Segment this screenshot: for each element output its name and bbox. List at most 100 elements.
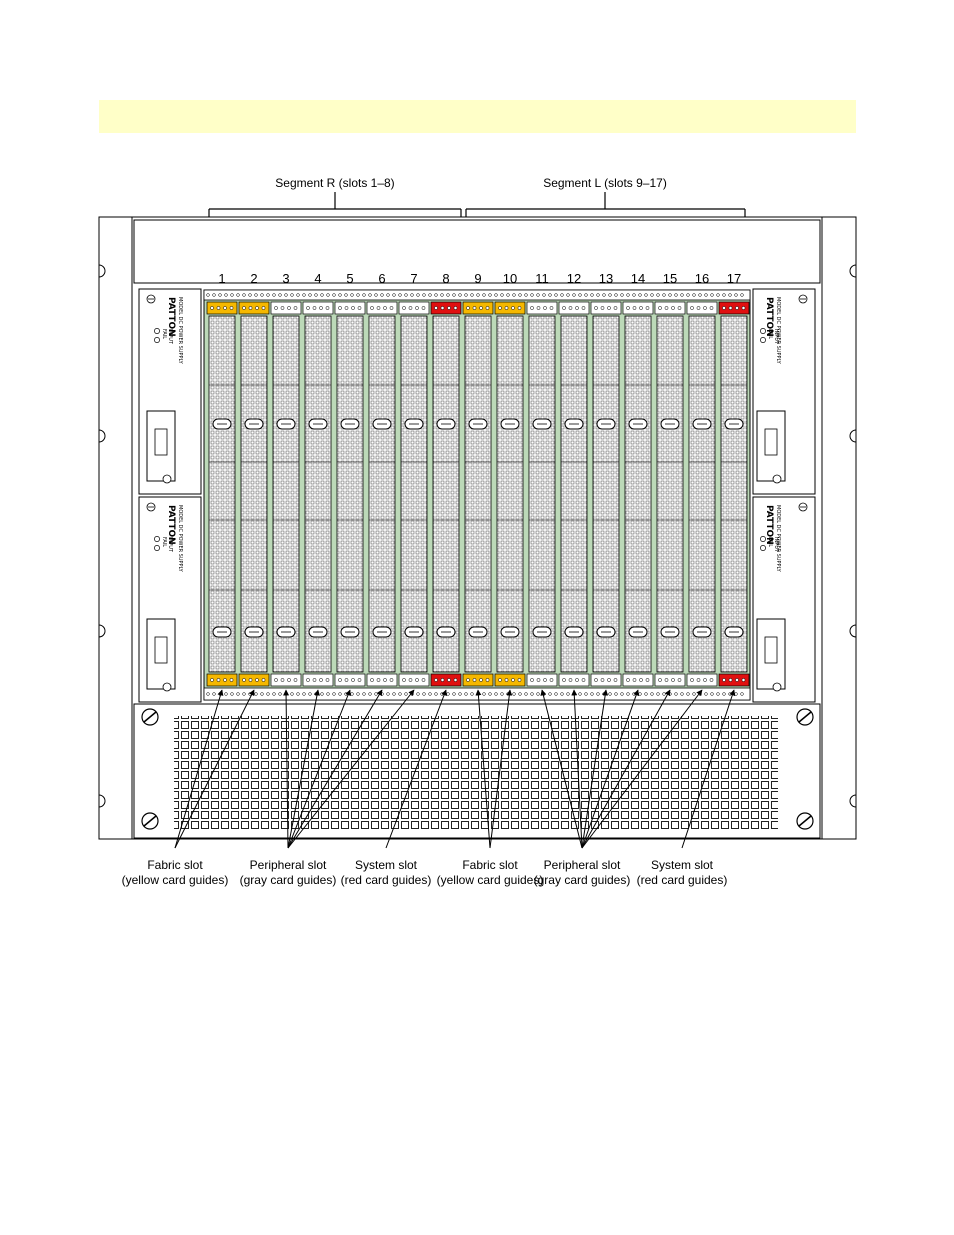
rail-hole [272,293,276,297]
rail-hole [440,293,444,297]
card-slot [336,315,364,673]
rail-hole [404,293,408,297]
guide-hole [613,678,618,682]
rail-hole [692,692,696,696]
callout-system-l-line2: (red card guides) [637,873,728,887]
rail-hole [566,692,570,696]
rail-hole [644,692,648,696]
guide-hole [613,306,618,310]
rail-hole [680,293,684,297]
guide-hole [389,678,394,682]
rail-hole [488,293,492,297]
rail-hole [476,293,480,297]
rail-hole [482,293,486,297]
fail-led-label: FAIL [161,329,167,339]
guide-hole [703,306,707,310]
guide-hole [415,678,419,682]
rail-hole [620,293,624,297]
card-slot-panel [528,315,556,673]
rail-hole [566,293,570,297]
rail-hole [440,692,444,696]
card-slots [208,315,748,673]
rail-hole [416,692,420,696]
rail-hole [614,692,618,696]
card-slot [720,315,748,673]
guide-hole [383,306,387,310]
rail-hole [506,293,510,297]
guide-hole [383,678,387,682]
guide-hole [645,306,650,310]
guide-hole [229,678,234,682]
guide-hole [517,678,522,682]
card-guide-gray [654,673,686,687]
card-slot-panel [560,315,588,673]
rail-hole [452,293,456,297]
guide-hole [568,678,573,682]
rail-hole [554,293,558,297]
rail-hole [620,692,624,696]
rail-hole [524,692,528,696]
callout-peripheral-r-line2: (gray card guides) [240,873,337,887]
card-slot-panel [720,315,748,673]
leader-line [475,689,491,849]
card-guide-red [430,673,462,687]
segment-l-bracket [465,192,746,297]
guide-hole [607,306,611,310]
leader-line [174,689,255,849]
guide-hole [594,678,598,682]
leader-line [385,689,447,849]
guide-hole [575,678,579,682]
slot-number: 13 [599,271,613,286]
guide-hole [280,678,285,682]
card-slot-panel [272,315,300,673]
card-guide-gray [398,301,430,315]
guide-hole [274,678,278,682]
psu-latch [154,428,168,456]
guide-hole [447,306,451,310]
rail-hole [668,692,672,696]
guide-hole [607,678,611,682]
slot-number: 10 [503,271,517,286]
leader-line [287,689,383,849]
guide-hole [722,306,726,310]
rail-hole [542,293,546,297]
input-led-icon [760,545,766,551]
guide-hole [703,678,707,682]
guide-hole [690,306,694,310]
rail-hole [656,293,660,297]
rail-hole [590,692,594,696]
input-led-label: INPUT [167,329,173,345]
guide-hole [421,306,426,310]
card-guide-gray [654,301,686,315]
rail-hole [464,692,468,696]
guide-hole [498,306,502,310]
rail-hole [422,692,426,696]
rail-hole [332,293,336,297]
rail-hole [224,293,228,297]
rail-hole [278,293,282,297]
rail-hole [296,692,300,696]
rail-hole [530,293,534,297]
slot-number: 16 [695,271,709,286]
guide-hole [255,306,259,310]
guide-hole [600,678,605,682]
rail-hole [530,692,534,696]
guide-hole [312,306,317,310]
psu-logo: PATTON [166,505,176,545]
rail-hole [332,692,336,696]
guide-hole [338,306,342,310]
rail-hole [698,293,702,297]
rail-hole [638,293,642,297]
rail-hole [374,293,378,297]
leader-line [287,689,415,849]
guide-hole [434,306,438,310]
rail-hole [302,692,306,696]
guide-hole [549,678,554,682]
rail-hole [206,293,210,297]
guide-hole [280,306,285,310]
callout-fabric-r-line2: (yellow card guides) [122,873,229,887]
rail-hole [584,692,588,696]
callout-system-r-line1: System slot [355,858,418,872]
guide-hole [728,306,733,310]
